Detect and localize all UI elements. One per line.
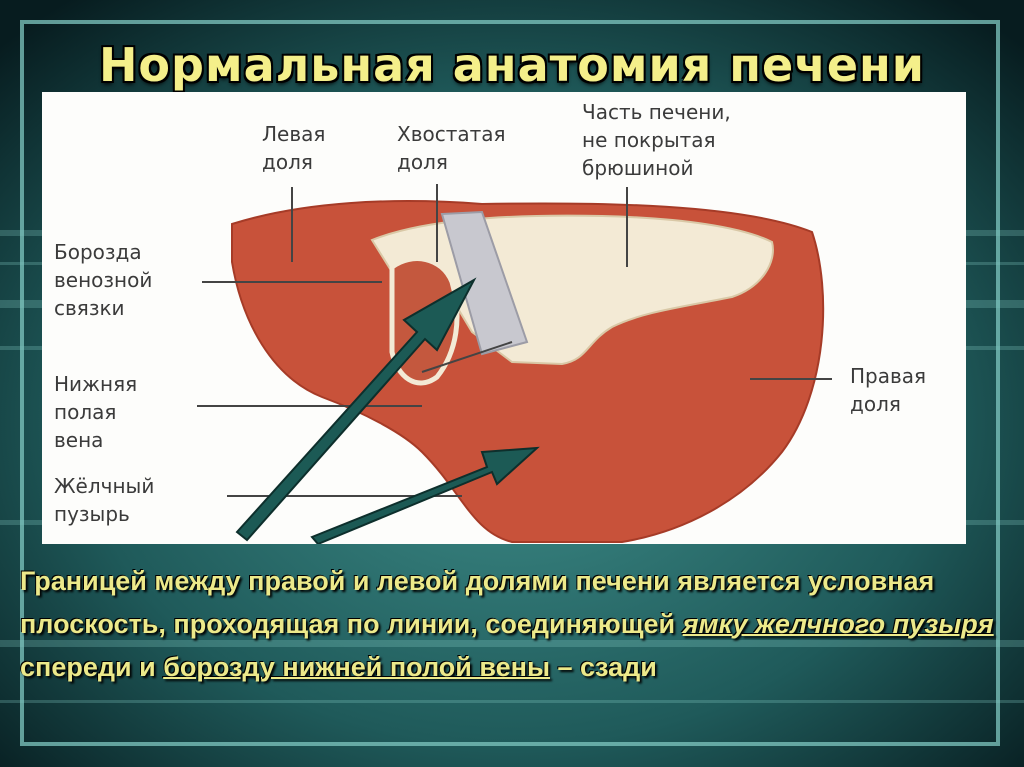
caption-link-ivc-groove: борозду нижней полой вены [163, 652, 551, 682]
pointer-arrows [235, 277, 540, 544]
diagram-panel: Левая доля Хвостатая доля Часть печени, … [42, 92, 966, 544]
label-ligament-groove: Борозда венозной связки [54, 240, 153, 320]
label-caudate-lobe: Хвостатая доля [397, 122, 506, 174]
label-left-lobe: Левая доля [262, 122, 326, 174]
caption-part3: – сзади [550, 652, 657, 682]
page-title: Нормальная анатомия печени [98, 38, 926, 92]
label-right-lobe: Правая доля [850, 364, 927, 416]
label-gallbladder: Жёлчный пузырь [54, 474, 155, 526]
caption-link-gallbladder-fossa: ямку желчного пузыря [682, 609, 994, 639]
vena-cava-shape [440, 210, 529, 356]
caption-text: Границей между правой и левой долями печ… [20, 560, 1010, 689]
liver-diagram [197, 184, 832, 544]
label-ivc: Нижняя полая вена [54, 372, 138, 452]
label-bare-area: Часть печени, не покрытая брюшиной [582, 100, 731, 180]
caption-part2: спереди и [20, 652, 164, 682]
caption-part1: Границей между правой и левой долями печ… [20, 566, 935, 639]
